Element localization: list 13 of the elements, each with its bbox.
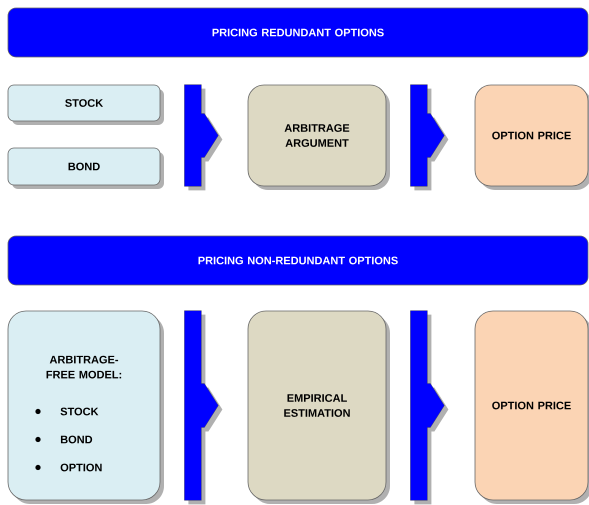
header-band: PRICING REDUNDANT OPTIONS bbox=[8, 8, 588, 58]
process-box: OPTION PRICE bbox=[474, 310, 589, 504]
process-box: EMPIRICAL ESTIMATION bbox=[248, 310, 390, 504]
block-arrow bbox=[410, 84, 448, 190]
block-arrow bbox=[184, 84, 222, 190]
item-box: STOCK bbox=[8, 84, 164, 125]
process-box: ARBITRAGE ARGUMENT bbox=[248, 84, 390, 190]
item-box: BOND bbox=[8, 148, 164, 189]
process-box: OPTION PRICE bbox=[474, 84, 589, 190]
block-arrow bbox=[410, 310, 448, 504]
header-band: PRICING NON-REDUNDANT OPTIONS bbox=[8, 236, 588, 286]
model-box: ARBITRAGE-FREE MODEL: STOCK BOND OPTION bbox=[8, 310, 164, 504]
block-arrow bbox=[184, 310, 222, 504]
